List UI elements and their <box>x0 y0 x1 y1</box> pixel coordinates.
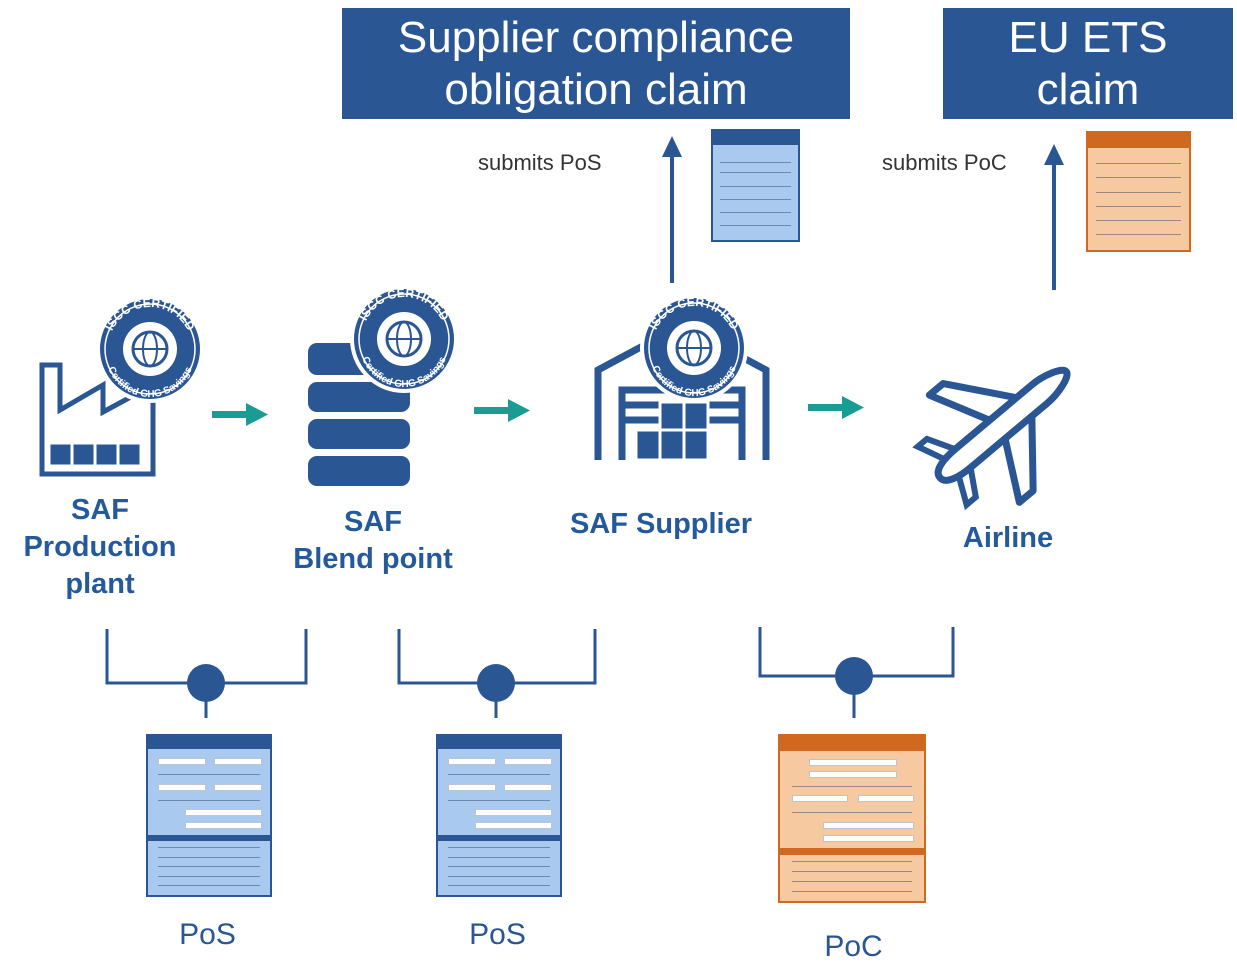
factory-icon <box>39 362 156 477</box>
supplier-claim-line2: obligation claim <box>444 64 748 114</box>
supplier-compliance-claim-box: Supplier compliance obligation claim <box>342 8 850 119</box>
production-plant-label: SAF Production plant <box>5 492 195 603</box>
bracket-2 <box>397 629 597 718</box>
ets-claim-line1: EU ETS <box>1008 12 1168 62</box>
pos-document-1 <box>146 734 272 897</box>
bracket-3 <box>758 627 955 718</box>
iscc-badge-2 <box>350 285 458 393</box>
poc-document <box>778 734 926 903</box>
pos-label-1: PoS <box>179 918 236 951</box>
flow-arrow-1 <box>212 403 268 426</box>
airplane-icon <box>912 366 1071 511</box>
blend-point-label: SAF Blend point <box>275 504 471 578</box>
blend-label-line1: SAF <box>344 506 402 538</box>
submits-pos-label: submits PoS <box>478 150 602 175</box>
airline-label: Airline <box>962 522 1054 554</box>
iscc-badge-1 <box>96 295 204 403</box>
submit-poc-arrow <box>1044 144 1064 290</box>
production-label-line1: SAF <box>71 494 129 526</box>
production-label-line2: Production <box>23 531 177 563</box>
flow-arrow-2 <box>474 399 530 422</box>
poc-label: PoC <box>824 930 883 963</box>
submits-poc-label: submits PoC <box>882 150 1007 175</box>
poc-thumbnail-top <box>1086 131 1191 252</box>
iscc-badge-3 <box>640 294 748 402</box>
pos-document-2 <box>436 734 562 897</box>
saf-supplier-label: SAF Supplier <box>569 508 753 540</box>
boxes-icon <box>634 400 710 462</box>
supplier-claim-line1: Supplier compliance <box>397 12 795 62</box>
bracket-1 <box>105 629 308 718</box>
ets-claim-line2: claim <box>1036 64 1140 114</box>
pos-label-2: PoS <box>469 918 526 951</box>
submit-pos-arrow <box>662 136 682 283</box>
flow-arrow-3 <box>808 396 864 419</box>
production-label-line3: plant <box>65 568 135 600</box>
blend-label-line2: Blend point <box>293 543 453 575</box>
pos-thumbnail-top <box>711 129 800 242</box>
eu-ets-claim-box: EU ETS claim <box>943 8 1233 119</box>
